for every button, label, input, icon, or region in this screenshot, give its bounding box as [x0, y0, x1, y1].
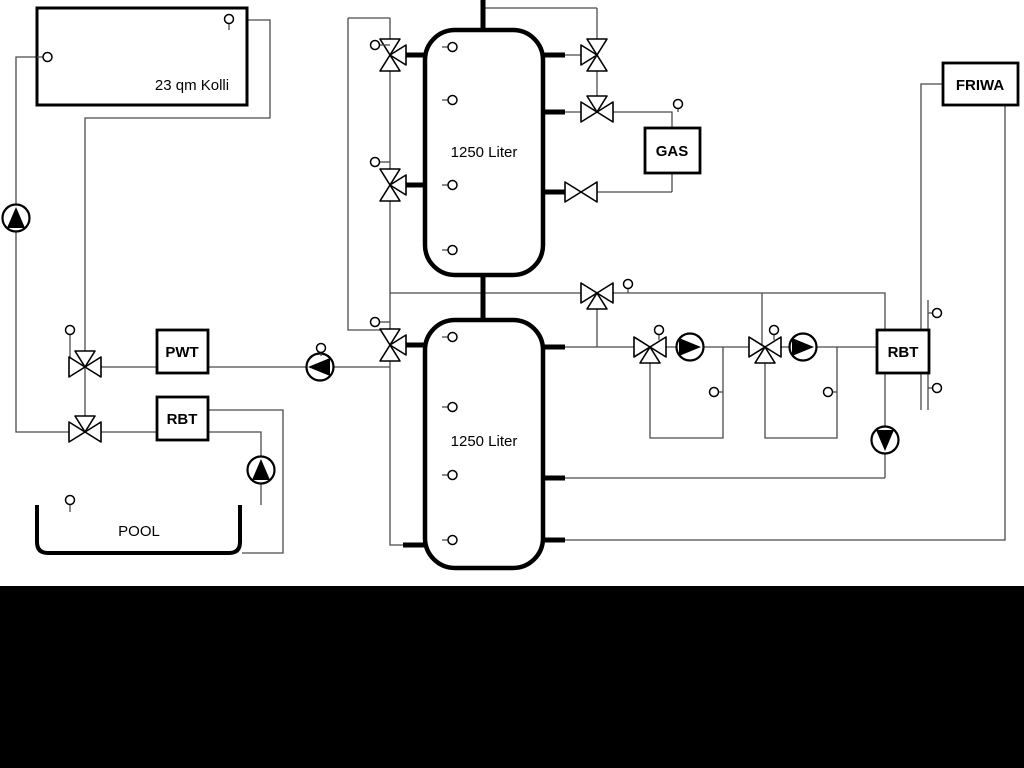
friwa-station: FRIWA [941, 61, 1020, 107]
pool-basin: POOL [35, 505, 242, 555]
sensor-icon [822, 386, 837, 398]
sensor-icon [315, 342, 327, 356]
upper-buffer-tank: 1250 Liter [422, 27, 546, 278]
sensor-icon [442, 331, 458, 343]
valve-icon [580, 282, 614, 310]
gas-boiler: GAS [643, 126, 702, 175]
tank-connection-stubs [403, 0, 565, 548]
sensor-icon [672, 98, 684, 112]
sensor-icon [369, 316, 390, 328]
pump-icon [1, 203, 31, 233]
sensor-icon [708, 386, 723, 398]
gas-label: GAS [656, 143, 689, 160]
sensor-icon [622, 278, 634, 293]
pump-icon [788, 332, 818, 362]
pwt-heat-exchanger: PWT [155, 328, 210, 375]
sensor-icon [928, 382, 943, 394]
sensor-icon [64, 324, 76, 336]
lower-buffer-tank: 1250 Liter [422, 317, 546, 571]
sensor-icon [442, 94, 458, 106]
valve-icon [379, 328, 407, 362]
sensor-icon [928, 307, 943, 319]
collector-label: 23 qm Kolli [155, 77, 229, 94]
sensor-icon [37, 51, 53, 63]
pump-icon [675, 332, 705, 362]
friwa-label: FRIWA [956, 77, 1004, 94]
sensor-icon [64, 494, 76, 512]
rbt-left-label: RBT [167, 411, 198, 428]
valve-icon [580, 38, 608, 72]
pool-label: POOL [118, 523, 160, 540]
sensor-icon [442, 179, 458, 191]
valve-icon [68, 415, 102, 443]
pwt-label: PWT [165, 344, 198, 361]
sensor-icon [653, 324, 665, 340]
valve-icon [564, 181, 598, 203]
rbt-right-heat-exchanger: RBT [875, 328, 931, 375]
valve-icon [580, 95, 614, 123]
hydraulic-schematic: 23 qm Kolli 1250 Liter 1250 Liter POOL P… [1, 0, 1020, 571]
sensor-icon [768, 324, 780, 340]
valve-icon [379, 38, 407, 72]
pump-icon [870, 425, 900, 455]
pump-icon [246, 455, 276, 485]
valve-icon [633, 336, 667, 364]
valve-icon [748, 336, 782, 364]
sensor-icon [442, 534, 458, 546]
sensor-icon [369, 156, 390, 168]
rbt-left-heat-exchanger: RBT [155, 395, 210, 442]
lower-tank-label: 1250 Liter [451, 433, 518, 450]
rbt-right-label: RBT [888, 344, 919, 361]
sensor-icon [442, 41, 458, 53]
valve-icon [379, 168, 407, 202]
sensor-icon [442, 469, 458, 481]
solar-collector: 23 qm Kolli [35, 6, 249, 107]
sensor-icon [369, 39, 390, 51]
pump-icon [305, 352, 335, 382]
upper-tank-label: 1250 Liter [451, 144, 518, 161]
sensor-icon [442, 244, 458, 256]
sensor-icon [442, 401, 458, 413]
valve-icon [68, 350, 102, 378]
bottom-black-bar [0, 586, 1024, 768]
sensor-icon [223, 13, 235, 30]
